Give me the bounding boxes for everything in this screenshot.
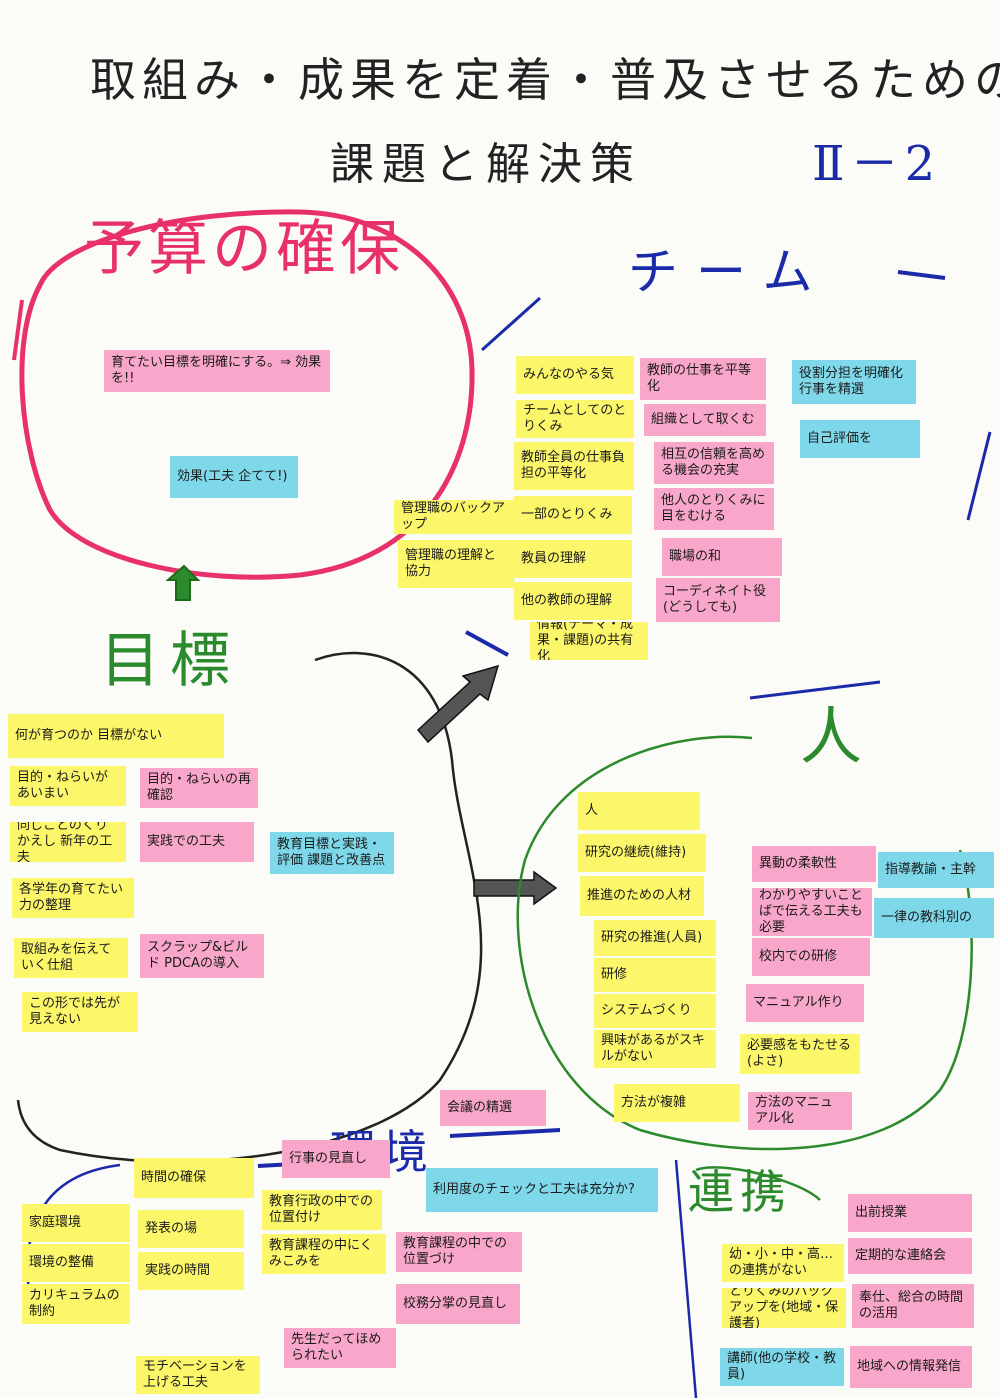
sticky-note: 方法のマニュアル化 <box>748 1092 852 1130</box>
sticky-note: スクラップ&ビルド PDCAの導入 <box>140 934 264 978</box>
sticky-note: 情報(テーマ・成果・課題)の共有化 <box>530 622 648 660</box>
sticky-note: 家庭環境 <box>22 1204 130 1242</box>
sticky-note: 管理職のバックアップ <box>394 500 520 534</box>
goal-curve <box>16 651 483 1163</box>
sticky-note: 各学年の育てたい力の整理 <box>12 878 134 918</box>
environment-divider <box>674 1159 698 1398</box>
sticky-note: 目的・ねらいの再確認 <box>140 768 258 808</box>
sticky-note: 先生だってほめられたい <box>284 1328 396 1368</box>
goal-up-arrow <box>165 564 201 601</box>
sticky-note: 発表の場 <box>138 1210 244 1248</box>
cooperation-curve <box>695 1166 821 1201</box>
sticky-note: 実践での工夫 <box>140 822 254 862</box>
sticky-note: 推進のための人材 <box>580 876 704 916</box>
sticky-note: 教育課程の中での位置づけ <box>396 1232 522 1272</box>
sticky-note: 研究の推進(人員) <box>594 920 716 956</box>
sticky-note: 講師(他の学校・教員) <box>720 1348 844 1386</box>
sticky-note: 指導教諭・主幹 <box>878 852 994 888</box>
sticky-note: 同じことのくりかえし 新年の工夫 <box>10 822 126 862</box>
sticky-note: システムづくり <box>594 994 716 1028</box>
sticky-note: 役割分担を明確化 行事を精選 <box>792 360 916 404</box>
sticky-note: 方法が複雑 <box>614 1084 740 1122</box>
sticky-note: 異動の柔軟性 <box>752 846 876 882</box>
heading-person: 人 <box>800 700 863 773</box>
sticky-note: 会議の精選 <box>440 1090 546 1126</box>
heading-budget: 予算の確保 <box>84 214 404 284</box>
sticky-note: 研修 <box>594 958 716 992</box>
sticky-note: 管理職の理解と協力 <box>398 540 514 588</box>
sticky-note: チームとしてのとりくみ <box>516 400 634 438</box>
sticky-note: 教師の仕事を平等化 <box>640 358 766 400</box>
sticky-note: 自己評価を <box>800 420 920 458</box>
sticky-note: とりくみのバックアップを(地域・保護者) <box>722 1288 846 1328</box>
team-stroke-bottom-right <box>749 680 881 700</box>
person-circle <box>516 735 973 1151</box>
environment-stroke-right <box>449 1128 561 1138</box>
sticky-note: この形では先が見えない <box>22 992 138 1032</box>
sticky-note: 校内での研修 <box>752 938 870 976</box>
sticky-note: 他人のとりくみに目をむける <box>654 488 774 530</box>
sticky-note: カリキュラムの制約 <box>22 1284 130 1324</box>
team-stroke-left <box>480 296 542 352</box>
budget-circle <box>19 209 475 580</box>
sticky-note: 研究の継続(維持) <box>578 834 706 872</box>
sticky-note: 地域への情報発信 <box>850 1346 972 1388</box>
sticky-note: コーディネイト役(どうしても) <box>656 578 780 622</box>
heading-cooperation: 連携 <box>688 1165 792 1219</box>
sticky-note: 出前授業 <box>848 1194 972 1232</box>
sticky-note: 一律の教科別の <box>874 898 994 938</box>
sticky-note: 定期的な連絡会 <box>848 1238 972 1274</box>
team-stroke-right <box>897 270 946 280</box>
sticky-note: 環境の整備 <box>22 1244 130 1282</box>
team-stroke-right-side <box>966 431 992 521</box>
sticky-note: 目的・ねらいがあいまい <box>10 766 126 806</box>
sticky-note: 幼・小・中・高…の連携がない <box>722 1244 844 1282</box>
sticky-note: 実践の時間 <box>138 1252 244 1290</box>
goal-to-person-arrow <box>473 870 558 906</box>
budget-circle-tail <box>12 299 24 361</box>
sticky-note: 組織として取くむ <box>644 404 766 436</box>
heading-team: チーム <box>628 243 831 301</box>
sticky-note: 校務分掌の見直し <box>396 1284 520 1324</box>
section-badge: Ⅱ－2 <box>812 136 942 192</box>
sticky-note: 奉仕、総合の時間の活用 <box>852 1284 974 1328</box>
sticky-note: 一部のとりくみ <box>514 496 632 534</box>
sticky-note: モチベーションを上げる工夫 <box>136 1356 260 1394</box>
sticky-note: 教育行政の中での位置付け <box>262 1190 382 1230</box>
sticky-note: 利用度のチェックと工夫は充分か? <box>426 1168 658 1212</box>
heading-goal: 目標 <box>100 626 240 696</box>
team-stroke-bottom-left <box>465 630 509 657</box>
sticky-note: 教育目標と実践・評価 課題と改善点 <box>270 832 394 874</box>
sticky-note: 時間の確保 <box>134 1158 254 1198</box>
sticky-note: 教員の理解 <box>514 540 632 578</box>
sticky-note: 効果(工夫 企てて!) <box>170 456 298 498</box>
sticky-note: みんなのやる気 <box>516 356 634 394</box>
sticky-note: 行事の見直し <box>282 1140 390 1178</box>
sticky-note: 興味があるがスキルがない <box>594 1030 716 1068</box>
sticky-note: 教師全員の仕事負担の平等化 <box>514 442 634 490</box>
sticky-note: 他の教師の理解 <box>514 582 632 620</box>
goal-to-team-arrow <box>416 664 500 744</box>
sticky-note: 教育課程の中にくみこみを <box>262 1234 386 1274</box>
sticky-note: 育てたい目標を明確にする。⇒ 効果を!! <box>104 350 330 392</box>
sticky-note: 取組みを伝えていく仕組 <box>14 938 128 978</box>
page-title: 取組み・成果を定着・普及させるための <box>90 53 1000 107</box>
sticky-note: 必要感をもたせる(よさ) <box>740 1034 860 1074</box>
sticky-note: 職場の和 <box>662 538 782 576</box>
sticky-note: わかりやすいことばで伝える工夫も必要 <box>752 888 872 936</box>
sticky-note: マニュアル作り <box>746 984 864 1022</box>
sticky-note: 人 <box>578 792 700 830</box>
sticky-note: 相互の信頼を高める機会の充実 <box>654 442 774 484</box>
page-subtitle: 課題と解決策 <box>330 139 642 190</box>
sticky-note: 何が育つのか 目標がない <box>8 714 224 758</box>
